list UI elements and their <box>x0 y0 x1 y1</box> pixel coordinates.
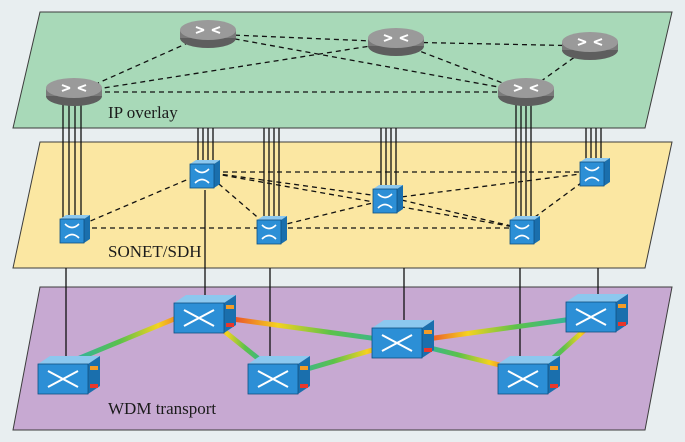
optical-crossconnect-icon <box>565 294 628 333</box>
sonet-sdh-plane <box>12 141 673 269</box>
ip-overlay-label: IP overlay <box>108 103 178 122</box>
router-icon <box>498 78 554 106</box>
sonet-adm-icon <box>256 216 287 245</box>
sonet-adm-icon <box>189 160 220 189</box>
optical-crossconnect-icon <box>37 356 100 395</box>
sonet-adm-icon <box>59 215 90 244</box>
sonet-sdh-label: SONET/SDH <box>108 242 202 261</box>
wdm-switches <box>37 294 628 395</box>
ip-to-sonet-links <box>62 103 602 218</box>
router-icon <box>46 78 102 106</box>
router-icon <box>180 20 236 48</box>
router-icon <box>368 28 424 56</box>
optical-crossconnect-icon <box>497 356 560 395</box>
sonet-adm-icon <box>579 158 610 187</box>
wdm-transport-label: WDM transport <box>108 399 216 418</box>
ip-routers <box>46 20 618 106</box>
sonet-switches <box>59 158 610 245</box>
sonet-adm-icon <box>372 185 403 214</box>
sonet-to-wdm-links <box>65 190 599 360</box>
optical-crossconnect-icon <box>371 320 434 359</box>
optical-crossconnect-icon <box>173 295 236 334</box>
router-icon <box>562 32 618 60</box>
sonet-adm-icon <box>509 216 540 245</box>
optical-crossconnect-icon <box>247 356 310 395</box>
sonet-logical-links <box>73 171 597 229</box>
